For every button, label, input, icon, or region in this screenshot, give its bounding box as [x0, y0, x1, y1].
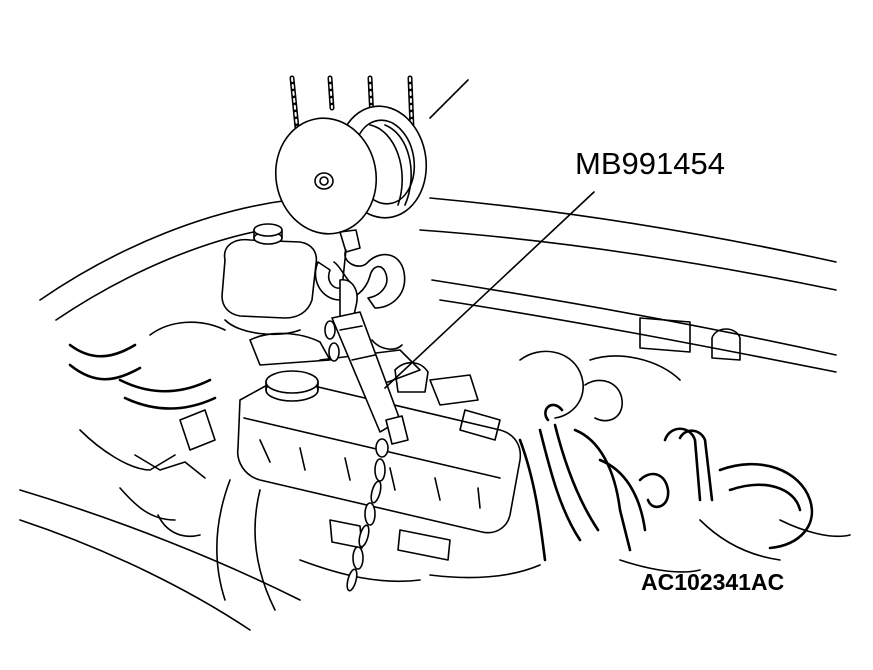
chain-block-pulley — [274, 105, 428, 253]
reservoir-tank — [221, 223, 318, 336]
left-side-hoses — [68, 321, 226, 537]
lifting-hook — [314, 249, 406, 309]
tool-callout-leader — [384, 191, 595, 389]
right-side-wiring — [518, 355, 851, 573]
tool-number-callout: MB991454 — [575, 146, 725, 181]
figure-id-code: AC102341AC — [641, 569, 785, 595]
hanging-chain — [346, 458, 386, 592]
engine-hanger-tool — [324, 279, 409, 458]
hood-and-fender-outline — [19, 197, 837, 631]
